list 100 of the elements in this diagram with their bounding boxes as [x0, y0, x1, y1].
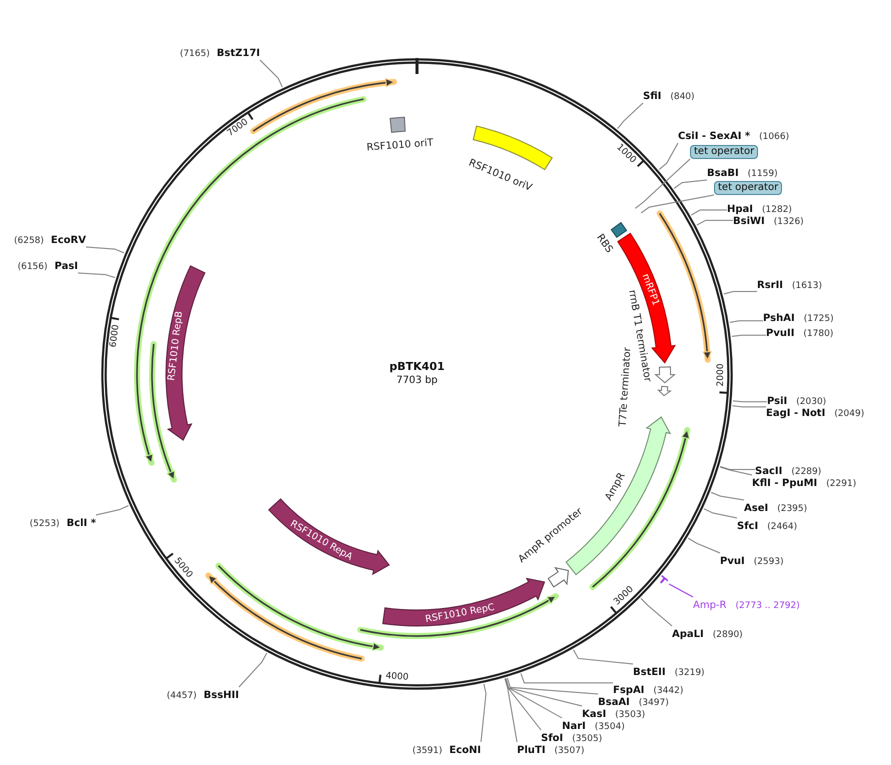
leader-line [480, 683, 486, 742]
enzyme-name: BssHII [204, 690, 239, 701]
enzyme-name: NarI [562, 721, 586, 732]
site-position: (1613) [792, 281, 822, 291]
enzyme-name: RsrII [757, 280, 784, 291]
feature-label: RSF1010 oriT [366, 137, 434, 154]
enzyme-name: ApaLI [672, 629, 704, 640]
enzyme-name: PshAI [763, 313, 795, 324]
site-position: (1282) [762, 205, 792, 215]
feature-label: T7Te terminator [617, 346, 634, 427]
tick-label: 6000 [108, 324, 123, 348]
site-position: (3442) [653, 686, 684, 696]
leader-line [572, 649, 634, 664]
leader-line [658, 142, 678, 170]
leader-line [729, 320, 764, 323]
leader-line [238, 652, 268, 688]
leader-line [640, 598, 672, 626]
leader-line [710, 492, 744, 500]
leader-line [674, 180, 708, 189]
site-position: (4457) [166, 691, 197, 701]
leader-line [520, 672, 614, 684]
site-position: (3503) [615, 710, 646, 720]
leader-line [505, 678, 562, 718]
leader-line [505, 678, 582, 706]
site-position: (1326) [774, 217, 804, 227]
site-position: (1066) [759, 132, 790, 142]
site-position: (2291) [826, 479, 856, 489]
site-position: (3591) [412, 746, 442, 756]
site-position: (7165) [180, 49, 210, 59]
enzyme-name: AseI [744, 503, 768, 514]
enzyme-name: PvuI [720, 556, 745, 567]
site-position: (6156) [18, 262, 48, 272]
leader-line [617, 102, 644, 130]
leader-line [688, 538, 720, 554]
enzyme-name: SfcI [737, 521, 758, 532]
site-position: (840) [670, 92, 695, 102]
enzyme-name: FspAI [613, 685, 644, 696]
site-position: (3505) [572, 734, 602, 744]
enzyme-name: EcoRV [50, 235, 86, 246]
enzyme-name: BstZ17I [216, 48, 260, 59]
feature-tag: tet operator [714, 181, 782, 195]
primer-name: Amp-R [693, 600, 726, 611]
enzyme-name: KasI [582, 709, 606, 720]
leader-line [732, 400, 768, 402]
site-position: (2049) [834, 409, 864, 419]
enzyme-name: CsiI - SexAI * [678, 131, 750, 142]
enzyme-name: SacII [755, 466, 782, 477]
enzyme-name: PasI [54, 261, 78, 272]
leader-line [506, 677, 598, 694]
leader-line [96, 505, 130, 516]
leader-line [723, 290, 758, 294]
enzyme-name: PluTI [517, 745, 546, 756]
enzyme-name: BsiWI [733, 216, 765, 227]
enzyme-name: SfiI [643, 91, 662, 102]
leader-line [696, 220, 734, 226]
plasmid-name: pBTK401 [389, 361, 445, 373]
site-position: (2464) [767, 522, 798, 532]
primer-position: (2773 .. 2792) [736, 601, 800, 611]
site-position: (3504) [594, 722, 625, 732]
leader-line [703, 508, 738, 518]
site-position: (2289) [791, 467, 822, 477]
enzyme-name: BstEII [633, 667, 666, 678]
enzyme-name: BsaAI [598, 697, 630, 708]
leader-line [731, 334, 766, 337]
enzyme-name: EcoNI [449, 745, 481, 756]
feature-label: RSF1010 RepB [166, 311, 186, 382]
site-position: (2030) [796, 397, 826, 407]
site-position: (3497) [638, 698, 669, 708]
plasmid-size: 7703 bp [396, 375, 438, 387]
enzyme-name: PvuII [766, 328, 794, 339]
leader-line [690, 210, 728, 216]
tick-label: 4000 [385, 670, 410, 684]
leader-line [720, 466, 756, 470]
site-position: (1159) [748, 169, 778, 179]
leader-line [260, 60, 283, 88]
leader-line [720, 466, 752, 476]
leader-line [668, 584, 694, 598]
site-position: (2593) [754, 557, 784, 567]
leader-line [86, 246, 125, 254]
leader-line [634, 158, 690, 209]
leader-line [504, 678, 542, 730]
site-position: (1780) [803, 329, 834, 339]
leader-line [640, 194, 714, 214]
enzyme-name: PsiI [767, 396, 788, 407]
enzyme-name: BsaBI [707, 168, 739, 179]
feature-label: RSF1010 RepC [424, 602, 496, 626]
site-position: (2395) [777, 504, 808, 514]
site-position: (5253) [30, 519, 60, 529]
tick-label: 2000 [714, 364, 728, 387]
enzyme-name: BclI * [66, 518, 96, 529]
enzyme-name: EagI - NotI [766, 408, 826, 419]
site-position: (6258) [14, 236, 44, 246]
enzyme-name: KflI - PpuMI [752, 478, 818, 489]
leader-line [504, 678, 518, 742]
enzyme-name: HpaI [727, 204, 753, 215]
feature-tag: tet operator [690, 145, 758, 159]
enzyme-name: SfoI [541, 733, 564, 744]
leader-line [78, 272, 116, 278]
site-position: (2890) [712, 630, 743, 640]
site-position: (3219) [674, 668, 705, 678]
